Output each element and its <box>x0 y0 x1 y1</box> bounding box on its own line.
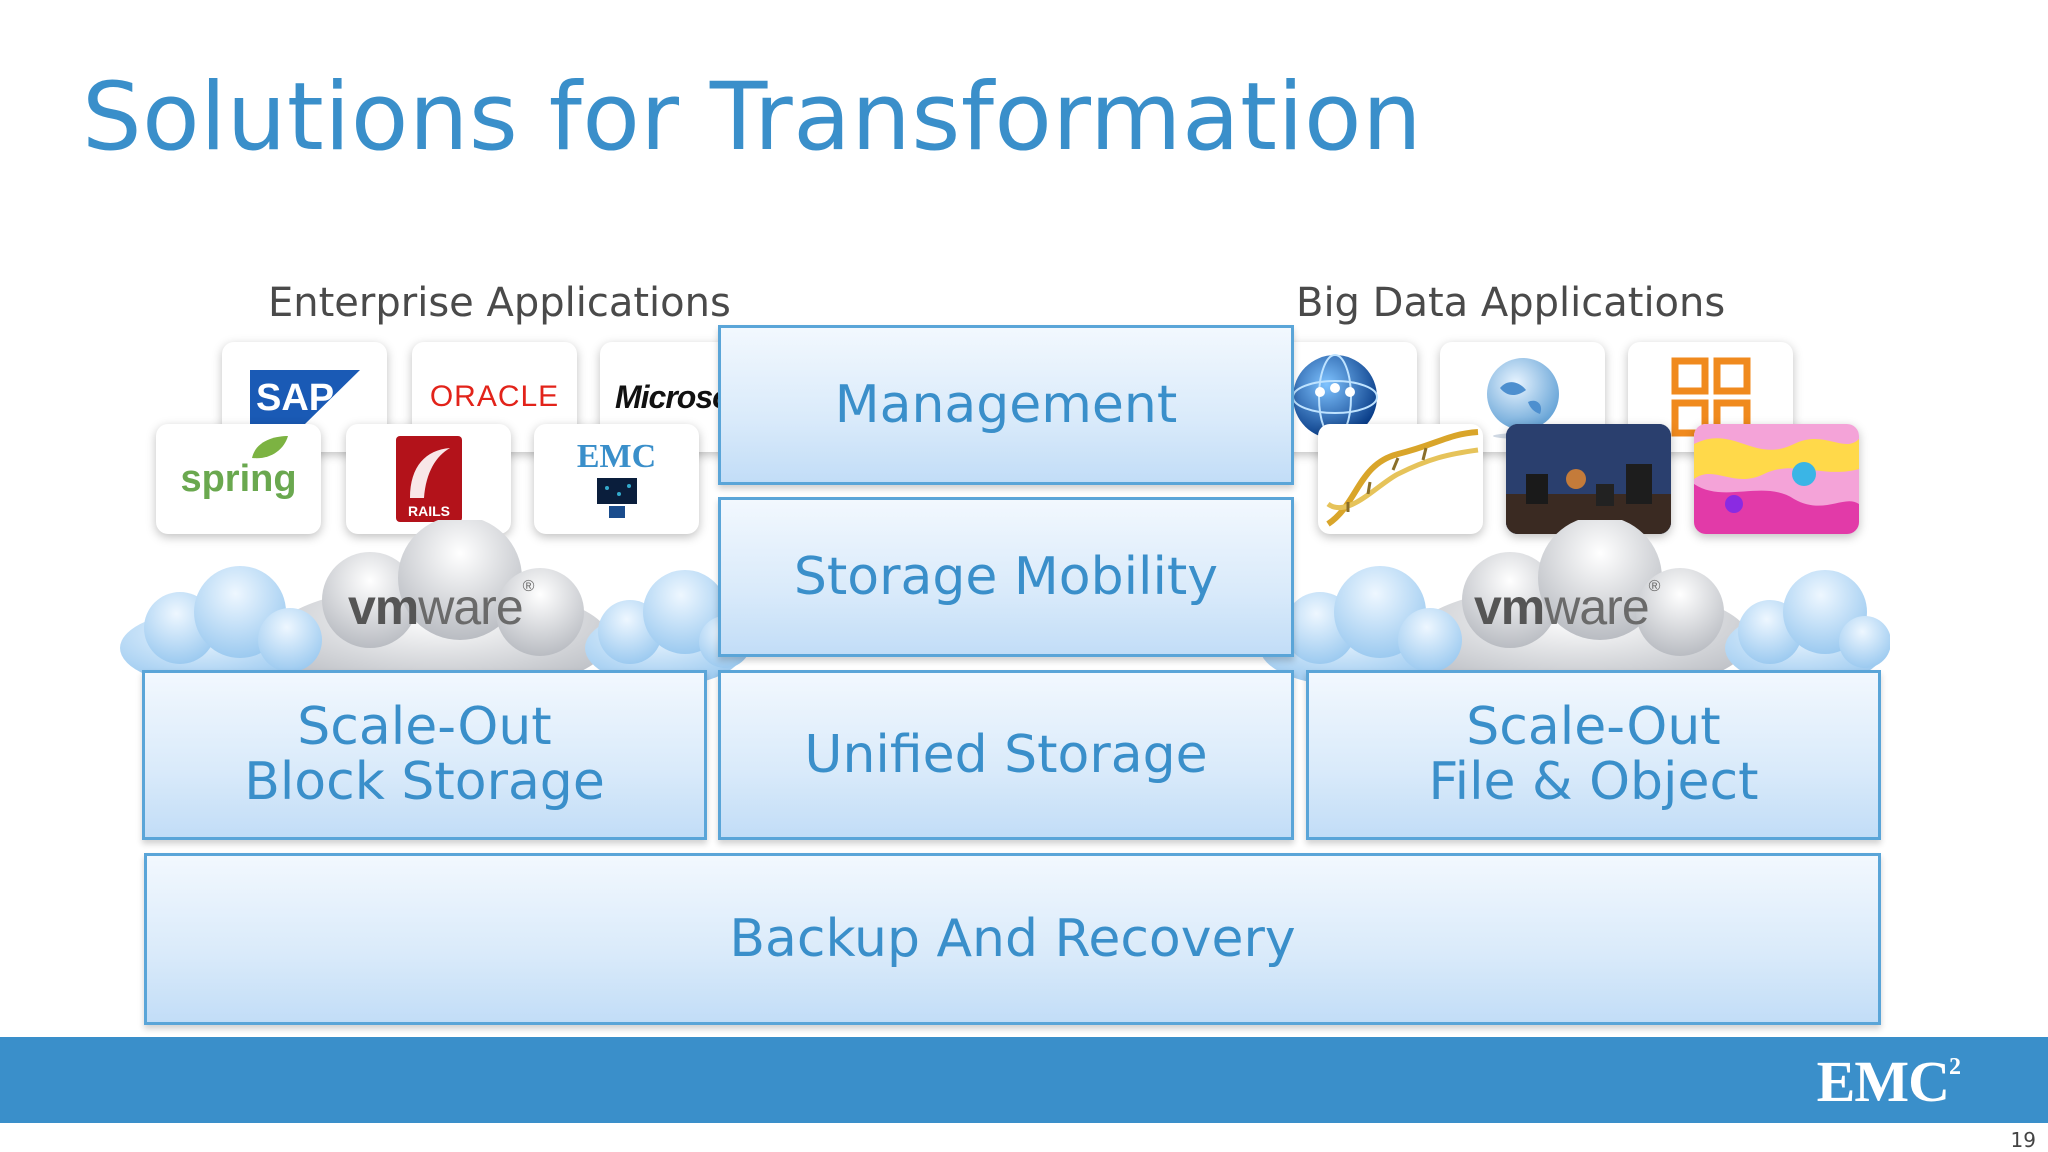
heatmap-image-tile <box>1694 424 1859 534</box>
backup-and-recovery-box: Backup And Recovery <box>144 853 1881 1025</box>
dna-image-tile <box>1318 424 1483 534</box>
storage-mobility-box: Storage Mobility <box>718 497 1294 657</box>
spring-logo: spring <box>180 435 297 501</box>
big-data-applications-label: Big Data Applications <box>1296 280 1726 326</box>
spring-logo-tile: spring <box>156 424 321 534</box>
vmware-cloud-left <box>120 520 750 696</box>
page-number: 19 <box>2010 1128 2036 1152</box>
city-scene-tile <box>1506 424 1671 534</box>
management-box: Management <box>718 325 1294 485</box>
scale-out-block-storage-box: Scale-Out Block Storage <box>142 670 707 840</box>
svg-text:SAP: SAP <box>256 377 334 419</box>
sap-logo-icon: SAP <box>249 370 360 424</box>
rails-logo-icon: RAILS <box>395 436 462 522</box>
enterprise-applications-label: Enterprise Applications <box>268 280 731 326</box>
storage-array-icon <box>596 478 637 518</box>
rails-logo-tile: RAILS <box>346 424 511 534</box>
city-scene-icon <box>1506 424 1671 534</box>
leaf-icon <box>252 435 289 458</box>
footer-bar <box>0 1037 2048 1123</box>
gray-cloud-icon <box>1410 520 1750 696</box>
office-logo-icon <box>1671 357 1750 437</box>
page-title: Solutions for Transformation <box>82 63 1423 172</box>
scale-out-file-object-box: Scale-Out File & Object <box>1306 670 1881 840</box>
gray-cloud-icon <box>270 520 610 696</box>
heatmap-icon <box>1694 424 1859 534</box>
blue-cloud-icon <box>120 566 322 686</box>
blue-cloud-icon <box>1725 570 1890 686</box>
dna-helix-icon <box>1326 429 1479 527</box>
network-globe-icon <box>1291 354 1378 440</box>
unified-storage-box: Unified Storage <box>718 670 1294 840</box>
oracle-logo: ORACLE <box>429 380 560 413</box>
emc-logo: EMC2 <box>1816 1049 1961 1114</box>
world-globe-tile <box>1440 342 1605 452</box>
blue-cloud-icon <box>585 570 750 686</box>
vmware-logo-left: vmware® <box>348 578 534 635</box>
emc-small-logo: EMC <box>576 438 657 475</box>
vmware-cloud-right <box>1260 520 1890 696</box>
blue-cloud-icon <box>1260 566 1462 686</box>
vmware-logo-right: vmware® <box>1474 578 1660 635</box>
emc-logo-tile: EMC <box>534 424 699 534</box>
svg-text:RAILS: RAILS <box>408 503 450 519</box>
